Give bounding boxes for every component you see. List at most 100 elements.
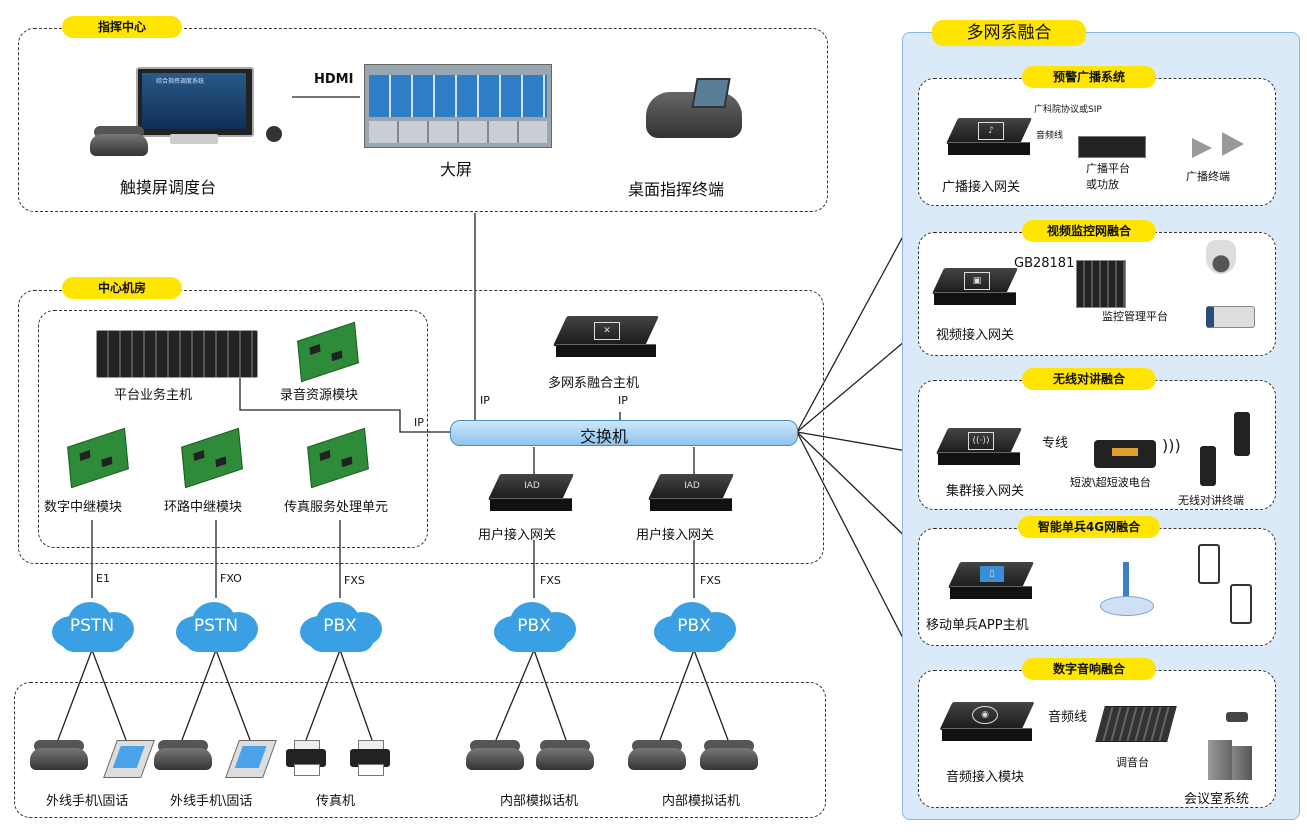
- desk-phone-icon: [90, 124, 148, 158]
- broadcast-tag: 预警广播系统: [1022, 66, 1156, 88]
- video-logo-icon: ▣: [964, 272, 990, 290]
- smartphone-icon-1: [1198, 544, 1220, 584]
- digital-trunk-label: 数字中继模块: [44, 500, 123, 515]
- pstn-cloud-2: PSTN: [170, 598, 262, 654]
- server-modules-box: [38, 310, 428, 548]
- pbx-cloud-3: PBX: [648, 598, 740, 654]
- trunk-logo-icon: ((·)): [968, 432, 994, 450]
- fxo-label: FXO: [220, 572, 242, 585]
- mobile-host-phone-icon: ▯: [980, 566, 1004, 582]
- broadcast-audio-line-label: 音频线: [1036, 131, 1064, 141]
- audio-line-label: 音频线: [1048, 710, 1088, 725]
- radio-terminal-label: 无线对讲终端: [1178, 494, 1244, 507]
- radio-waves-icon: ))): [1162, 436, 1181, 455]
- desk-terminal-icon: [646, 78, 742, 138]
- audio-module-label: 音频接入模块: [946, 770, 1025, 785]
- fusion-host-logo-icon: ✕: [594, 322, 620, 340]
- user-gateway-2-label: 用户接入网关: [636, 528, 715, 543]
- terminals-box: [14, 682, 826, 818]
- pstn-cloud-1: PSTN: [46, 598, 138, 654]
- fax-label: 传真机: [316, 794, 356, 809]
- big-screen-label: 大屏: [440, 160, 473, 179]
- ip-label-left: IP: [414, 416, 424, 429]
- console-stand: [170, 134, 218, 144]
- switch-label: 交换机: [580, 427, 629, 446]
- pbx-cloud-2: PBX: [488, 598, 580, 654]
- fusion-panel-tag: 多网系融合: [932, 20, 1086, 46]
- user-gateway-1-device: IAD: [487, 474, 575, 514]
- fax-machine-icon-1: [286, 740, 326, 776]
- platform-host-chassis: [96, 330, 258, 378]
- monitor-platform-rack: [1076, 260, 1126, 308]
- internal-phone-label-1: 内部模拟话机: [500, 794, 579, 809]
- gooseneck-mic-icon: [1226, 712, 1248, 722]
- audio-module-device: ◉: [939, 702, 1035, 746]
- internal-phone-icon-4: [700, 738, 758, 772]
- broadcast-logo-icon: ♪: [978, 122, 1004, 140]
- broadcast-platform-label: 广播平台: [1086, 162, 1130, 175]
- user-gateway-2-device: IAD: [647, 474, 735, 514]
- mobile-host-device: ▯: [947, 562, 1035, 602]
- internal-phone-icon-2: [536, 738, 594, 772]
- machine-room-box: [18, 290, 824, 564]
- fax-machine-icon-2: [350, 740, 390, 776]
- microphone-icon: [266, 126, 282, 142]
- trunk-gateway-device: ((·)): [935, 428, 1023, 468]
- dome-camera-icon: [1206, 240, 1236, 274]
- screen-grid: [369, 75, 547, 117]
- big-screen-wall: [364, 64, 552, 148]
- radio-station-device: [1094, 440, 1156, 468]
- video-tag: 视频监控网融合: [1022, 220, 1156, 242]
- gb28181-label: GB28181: [1014, 256, 1075, 271]
- speaker-icon-2: [1232, 746, 1252, 780]
- touch-console-monitor: 综合指挥调度系统: [136, 67, 254, 137]
- internal-phone-icon-3: [628, 738, 686, 772]
- bullet-camera-icon: [1206, 306, 1255, 328]
- radio-station-label: 短波\超短波电台: [1070, 476, 1151, 489]
- machine-room-tag: 中心机房: [62, 277, 182, 299]
- video-gateway-device: ▣: [931, 268, 1019, 308]
- broadcast-gateway-device: ♪: [945, 118, 1033, 158]
- ext-phone-label-1: 外线手机\固话: [46, 794, 129, 809]
- ip-label-fusion: IP: [618, 394, 628, 407]
- screen-cabinet: [369, 121, 547, 143]
- walkie-talkie-icon-1: [1200, 446, 1216, 486]
- mobile-tag: 智能单兵4G网融合: [1018, 516, 1160, 538]
- broadcast-terminal-label: 广播终端: [1186, 170, 1230, 183]
- fax-unit-label: 传真服务处理单元: [284, 500, 389, 515]
- pbx-cloud-1: PBX: [294, 598, 386, 654]
- mixer-device: [1095, 706, 1177, 742]
- ext-phone-label-2: 外线手机\固话: [170, 794, 253, 809]
- command-center-box: [18, 28, 828, 212]
- landline-phone-icon-2: [154, 738, 212, 772]
- fxs-label-2: FXS: [540, 574, 561, 587]
- radio-tag: 无线对讲融合: [1022, 368, 1156, 390]
- internal-phone-icon-1: [466, 738, 524, 772]
- base-station-icon: [1096, 562, 1156, 618]
- broadcast-amp-label: 或功放: [1086, 178, 1119, 191]
- mobile-host-label: 移动单兵APP主机: [926, 618, 1029, 633]
- trunk-gateway-label: 集群接入网关: [946, 484, 1025, 499]
- command-center-tag: 指挥中心: [62, 16, 182, 38]
- horn-speaker-icon-2: [1222, 132, 1244, 156]
- mixer-label: 调音台: [1116, 756, 1149, 769]
- speaker-icon-1: [1208, 740, 1232, 780]
- internal-phone-label-2: 内部模拟话机: [662, 794, 741, 809]
- broadcast-platform-device: [1078, 136, 1146, 158]
- video-gateway-label: 视频接入网关: [936, 328, 1015, 343]
- audio-tag: 数字音响融合: [1022, 658, 1156, 680]
- fusion-host-label: 多网系融合主机: [548, 376, 640, 391]
- platform-host-label: 平台业务主机: [114, 388, 193, 403]
- broadcast-gateway-label: 广播接入网关: [942, 180, 1021, 195]
- audio-logo-icon: ◉: [972, 706, 998, 724]
- desk-terminal-label: 桌面指挥终端: [628, 180, 725, 199]
- landline-phone-icon-1: [30, 738, 88, 772]
- iad-label-2: IAD: [684, 481, 700, 491]
- smartphone-icon-2: [1230, 584, 1252, 624]
- loop-trunk-label: 环路中继模块: [164, 500, 243, 515]
- console-screen: 综合指挥调度系统: [142, 73, 246, 129]
- hdmi-label: HDMI: [314, 72, 354, 87]
- fusion-host-device: ✕: [553, 316, 659, 362]
- broadcast-protocol-label: 广科院协议或SIP: [1034, 105, 1102, 115]
- horn-speaker-icon-1: [1192, 138, 1212, 158]
